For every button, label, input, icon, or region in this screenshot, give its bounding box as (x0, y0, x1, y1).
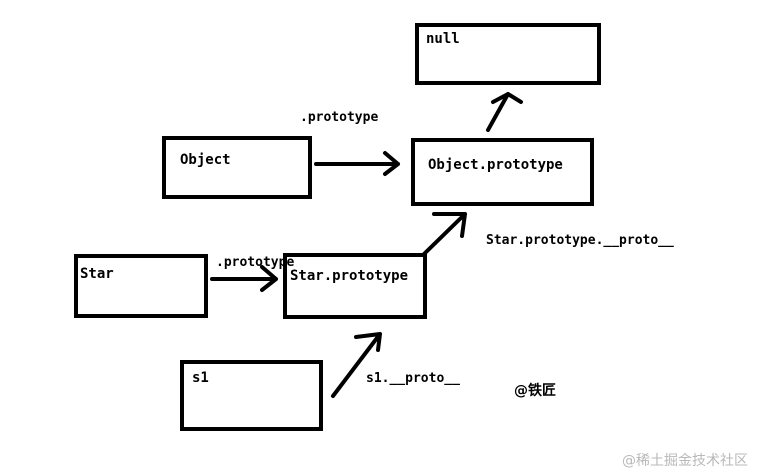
null-box (415, 23, 601, 85)
s1-proto-edge-label: s1.__proto__ (366, 371, 460, 386)
arrow-star-to-prototype (210, 265, 278, 292)
author-signature: @铁匠 (514, 383, 556, 399)
object-prototype-box (411, 138, 594, 206)
s1-label: s1 (192, 370, 209, 386)
star-prototype-edge-label: .prototype (216, 255, 295, 270)
object-label: Object (180, 152, 231, 168)
arrow-object-to-prototype (314, 151, 400, 176)
s1-box (180, 360, 323, 431)
object-box (162, 136, 312, 199)
star-prototype-box (283, 253, 427, 319)
arrow-star-prototype-to-object-prototype (422, 212, 467, 256)
star-prototype-label: Star.prototype (290, 268, 409, 284)
arrow-object-prototype-to-null (486, 92, 523, 132)
star-label: Star (80, 266, 114, 282)
null-label: null (426, 31, 460, 47)
arrow-s1-to-star-prototype (331, 332, 382, 398)
object-prototype-label: Object.prototype (428, 157, 563, 173)
site-watermark: @稀土掘金技术社区 (622, 453, 748, 469)
star-prototype-proto-edge-label: Star.prototype.__proto__ (486, 233, 674, 248)
object-prototype-edge-label: .prototype (300, 110, 379, 125)
star-box (74, 254, 208, 318)
